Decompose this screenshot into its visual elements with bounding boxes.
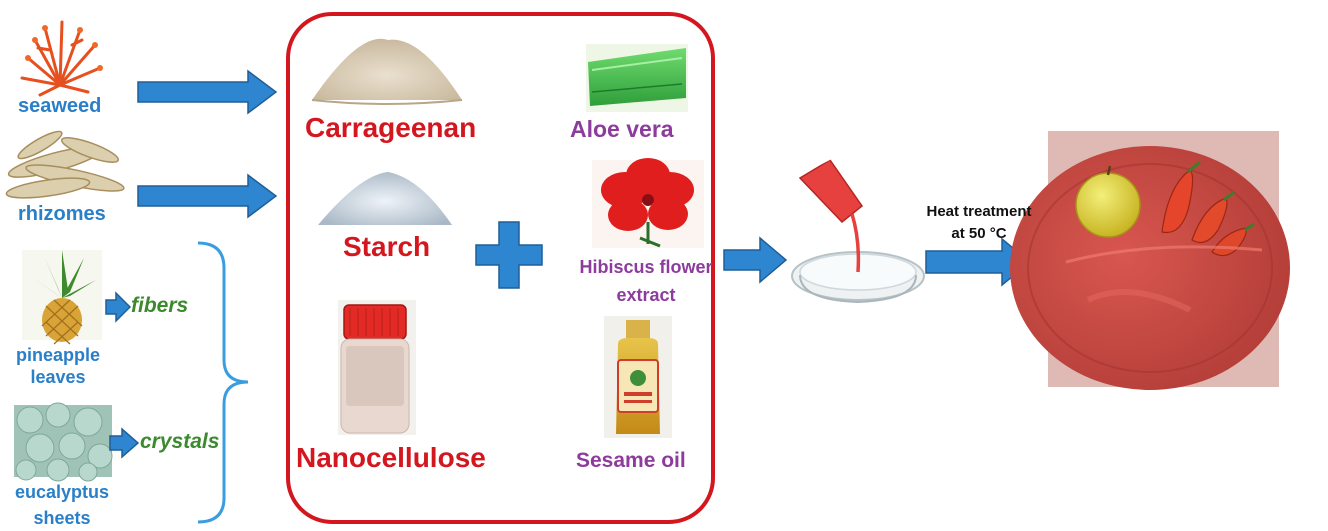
coated-fruit-film-image	[1010, 131, 1290, 390]
plus-icon	[475, 221, 543, 289]
arrow-pineapple-to-fibers	[105, 291, 132, 323]
label-crystals: crystals	[140, 430, 220, 453]
label-fibers: fibers	[131, 294, 189, 317]
label-eucalyptus-sheets: eucalyptus sheets	[4, 479, 120, 531]
arrow-eucalyptus-to-crystals	[109, 427, 140, 459]
label-seaweed: seaweed	[18, 95, 102, 117]
label-nanocellulose: Nanocellulose	[296, 442, 486, 473]
eucalyptus-leaves-image	[14, 402, 113, 482]
label-sesame-oil: Sesame oil	[576, 449, 686, 472]
label-heat-line1: Heat treatment	[926, 203, 1032, 220]
powder-pile-carrageenan	[311, 38, 463, 105]
hibiscus-flower-image	[592, 158, 704, 248]
label-starch: Starch	[343, 231, 431, 262]
label-pineapple-leaves: pineapple leaves	[6, 344, 110, 388]
rhizome-image	[5, 130, 125, 199]
label-aloe-vera: Aloe vera	[570, 116, 674, 142]
seaweed-image	[20, 20, 103, 97]
aloe-vera-image	[586, 44, 688, 112]
petri-dish-pouring-image	[791, 155, 925, 304]
label-hibiscus-extract: Hibiscus flower extract	[556, 253, 736, 309]
oil-bottle-image	[604, 316, 672, 438]
curly-brace-icon	[197, 241, 249, 524]
label-eucalyptus-line2: sheets	[33, 508, 91, 528]
label-pineapple-line1: pineapple	[15, 345, 100, 365]
label-heat-line2: at 50 °C	[951, 225, 1007, 242]
arrow-rhizomes-to-box	[137, 173, 278, 219]
label-pineapple-line2: leaves	[30, 367, 86, 387]
powder-pile-starch	[318, 172, 452, 225]
label-rhizomes: rhizomes	[18, 203, 106, 225]
jar-image	[338, 300, 416, 435]
arrow-box-to-casting	[723, 236, 788, 284]
arrows-left	[105, 69, 278, 459]
label-hibiscus-line1: Hibiscus flower	[579, 257, 713, 277]
label-carrageenan: Carrageenan	[305, 112, 477, 143]
pineapple-image	[22, 250, 102, 345]
arrow-seaweed-to-box	[137, 69, 278, 115]
label-eucalyptus-line1: eucalyptus	[14, 482, 110, 502]
label-hibiscus-line2: extract	[616, 285, 676, 305]
formulation-box	[286, 12, 715, 524]
label-heat-treatment: Heat treatment at 50 °C	[906, 201, 1052, 245]
